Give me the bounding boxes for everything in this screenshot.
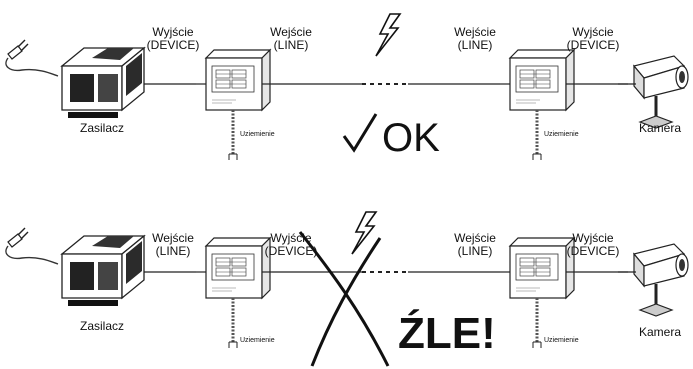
protector-right-label-a: Wejście (LINE) — [454, 25, 496, 52]
ground-wire-icon — [227, 108, 239, 162]
surge-protector-icon — [499, 49, 577, 111]
power-supply-icon — [61, 47, 145, 119]
power-supply-icon — [61, 235, 145, 307]
power-supply-label: Zasilacz — [79, 319, 124, 333]
camera-label: Kamera — [638, 121, 682, 135]
plug-icon — [5, 227, 59, 265]
cross-icon — [298, 231, 390, 367]
ground-label: Uziemienie — [240, 131, 275, 138]
lightning-icon — [375, 13, 401, 57]
ground-label: Uziemienie — [544, 131, 579, 138]
plug-icon — [5, 39, 59, 77]
verdict-ok: OK — [382, 116, 440, 160]
power-supply-label: Zasilacz — [79, 121, 124, 135]
protector-left-label-b: Wyjście (DEVICE) — [264, 231, 318, 258]
ground-label: Uziemienie — [544, 337, 579, 344]
protector-left-label-a: Wyjście (DEVICE) — [146, 25, 200, 52]
ground-label: Uziemienie — [240, 337, 275, 344]
top-row — [5, 13, 690, 162]
protector-left-label-b: Wejście (LINE) — [270, 25, 312, 52]
ground-wire-icon — [227, 296, 239, 350]
ground-wire-icon — [531, 296, 543, 350]
bottom-row — [5, 211, 690, 367]
check-icon — [342, 113, 378, 153]
verdict-bad: ŹLE! — [398, 309, 496, 358]
camera-icon — [616, 54, 690, 130]
surge-protector-icon — [195, 49, 273, 111]
protector-left-label-a: Wejście (LINE) — [152, 231, 194, 258]
protector-right-label-b: Wyjście (DEVICE) — [566, 25, 620, 52]
camera-label: Kamera — [638, 325, 682, 339]
protector-right-label-a: Wejście (LINE) — [454, 231, 496, 258]
protector-right-label-b: Wyjście (DEVICE) — [566, 231, 620, 258]
ground-wire-icon — [531, 108, 543, 162]
